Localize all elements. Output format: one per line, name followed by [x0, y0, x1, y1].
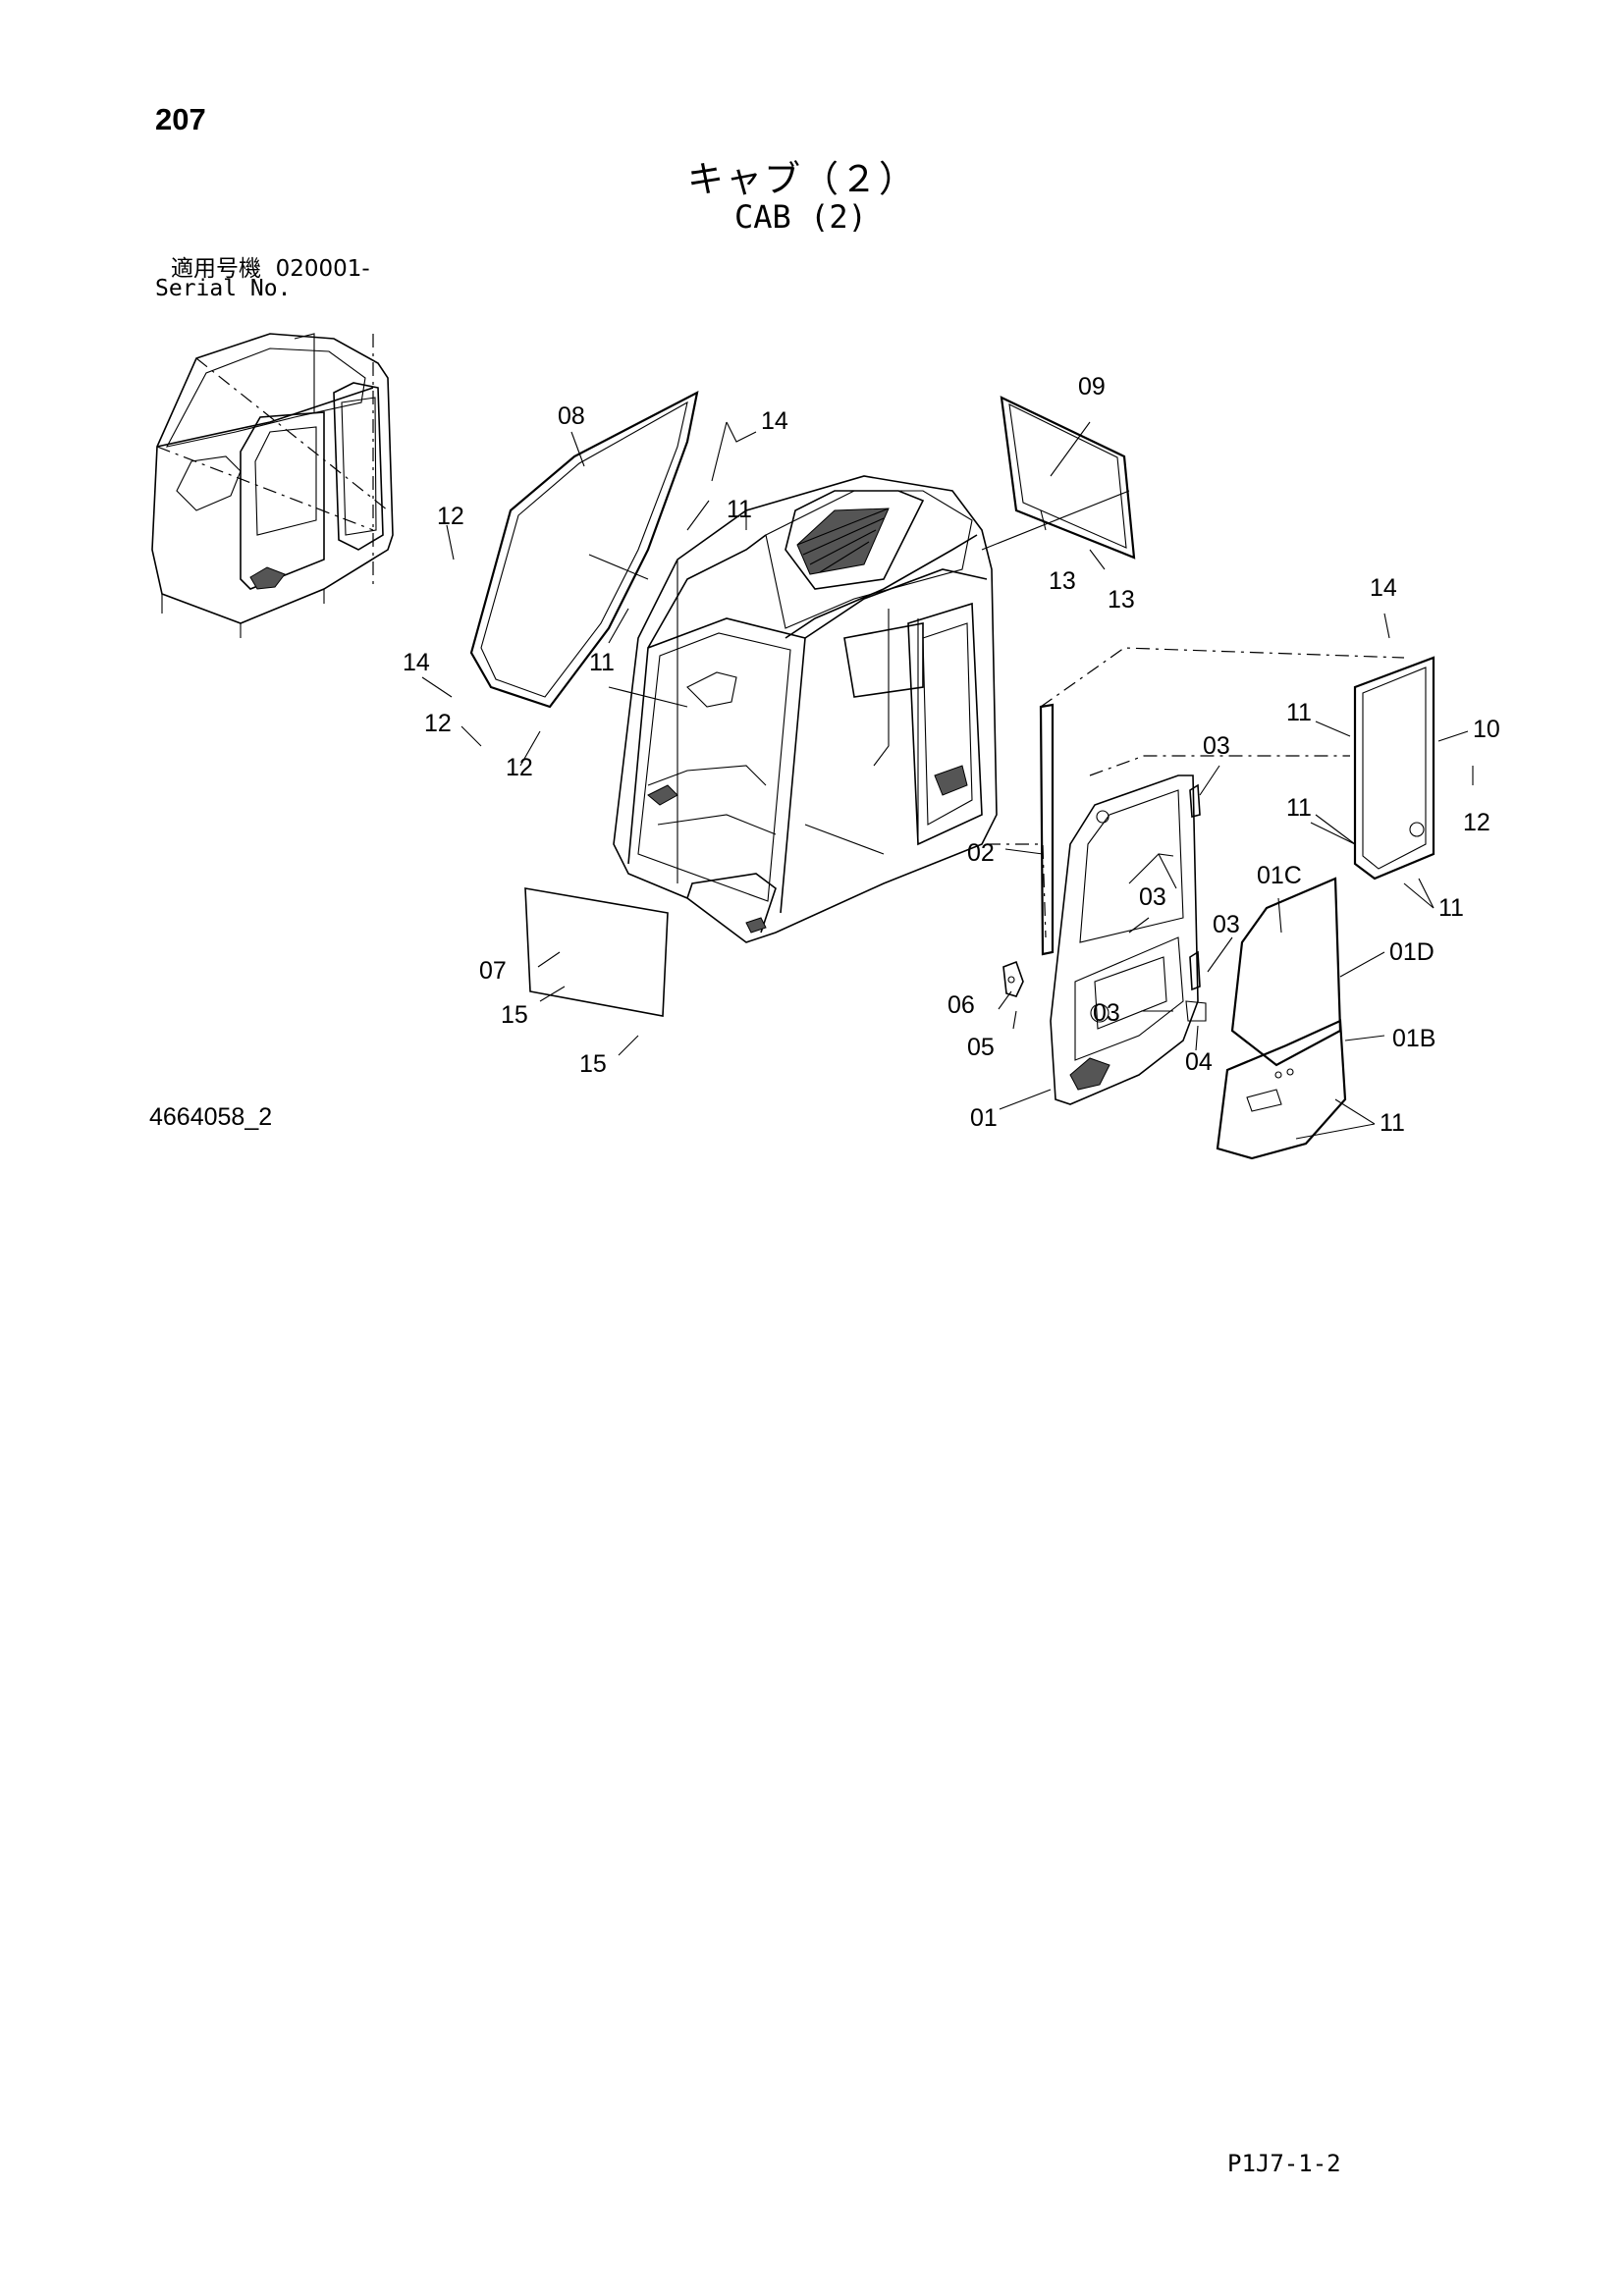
- part-05-06-latch: [1002, 960, 1024, 997]
- part-09-roof-glass: [1000, 396, 1136, 560]
- title-japanese: キャブ（２）: [687, 158, 917, 200]
- callout-10: 10: [1473, 716, 1500, 743]
- callout-12-c: 12: [506, 754, 533, 781]
- callout-03-a: 03: [1203, 732, 1230, 760]
- callout-03-c: 03: [1213, 911, 1240, 938]
- serial-label-english: Serial No.: [155, 276, 292, 301]
- callout-11-a: 11: [727, 496, 752, 523]
- callout-05: 05: [967, 1034, 995, 1061]
- callout-15-b: 15: [579, 1050, 607, 1078]
- callout-04: 04: [1185, 1048, 1213, 1076]
- callout-13-a: 13: [1049, 567, 1076, 595]
- callout-02: 02: [967, 839, 995, 867]
- page-number: 207: [155, 102, 206, 136]
- serial-label-japanese: 適用号機 020001-: [171, 249, 370, 283]
- callout-03-d: 03: [1093, 999, 1120, 1027]
- cab-frame: [613, 475, 998, 943]
- callout-15-a: 15: [501, 1001, 528, 1029]
- cab-overview-illustration: [151, 333, 394, 638]
- callout-14-a: 14: [761, 407, 788, 435]
- serial-number-value: 020001-: [275, 256, 370, 282]
- callout-11-b: 11: [589, 649, 615, 676]
- callout-09: 09: [1078, 373, 1106, 400]
- part-07-lower-panel: [524, 887, 669, 1017]
- drawing-number: 4664058_2: [149, 1103, 273, 1131]
- callout-14-b: 14: [403, 649, 430, 676]
- callout-01d: 01D: [1389, 938, 1435, 966]
- callout-08: 08: [558, 402, 585, 430]
- part-01c-door-upper-glass: [1230, 877, 1342, 1067]
- callout-11-c: 11: [1286, 699, 1312, 726]
- part-02-weather-strip: [1039, 703, 1055, 956]
- serial-label-jp-text: 適用号機: [171, 256, 261, 282]
- callout-14-c: 14: [1370, 574, 1397, 602]
- page-code: P1J7-1-2: [1227, 2150, 1341, 2177]
- callout-01c: 01C: [1257, 862, 1302, 889]
- callout-06: 06: [947, 991, 975, 1019]
- part-10-side-glass: [1353, 656, 1435, 881]
- callout-11-f: 11: [1380, 1109, 1405, 1137]
- callout-03-b: 03: [1139, 883, 1166, 911]
- callout-13-b: 13: [1108, 586, 1135, 614]
- part-01b-door-lower-glass: [1216, 1019, 1347, 1160]
- callout-01: 01: [970, 1104, 998, 1132]
- callout-12-d: 12: [1463, 809, 1490, 836]
- assembly-lines: [588, 490, 1405, 938]
- part-08-front-glass: [469, 390, 699, 709]
- callout-12-b: 12: [424, 710, 452, 737]
- part-01-door-assembly: [1050, 774, 1207, 1105]
- callout-12-a: 12: [437, 503, 464, 530]
- callout-01b: 01B: [1392, 1025, 1435, 1052]
- callout-11-e: 11: [1438, 894, 1464, 922]
- callout-07: 07: [479, 957, 507, 985]
- callout-11-d: 11: [1286, 794, 1312, 822]
- title-english: CAB (2): [734, 198, 867, 236]
- leader-lines: [421, 421, 1474, 1140]
